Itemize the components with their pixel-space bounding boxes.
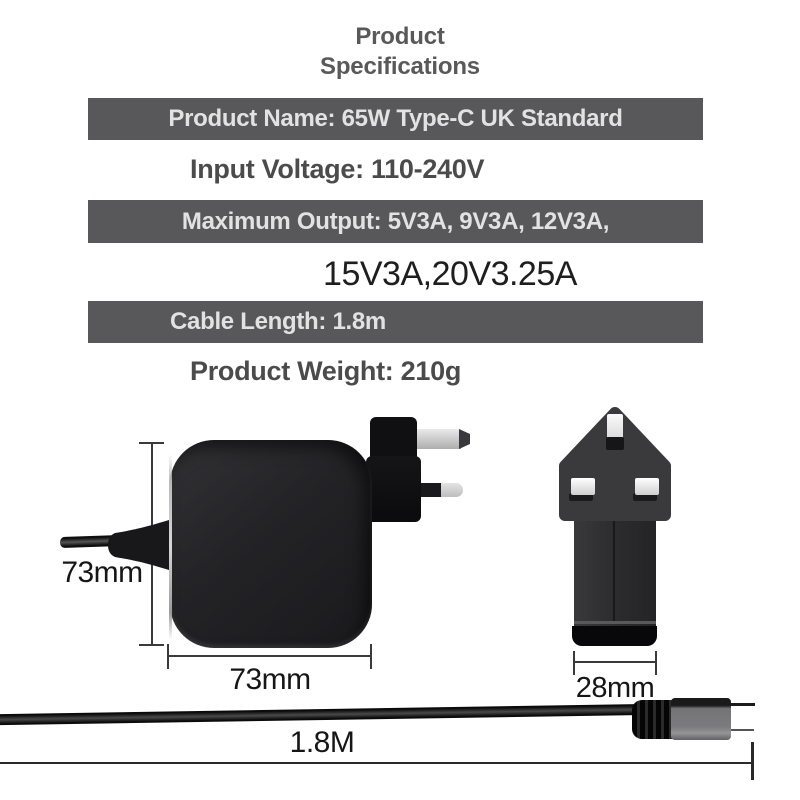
usbc-tongue-top (729, 703, 755, 706)
earth-pin-side (415, 429, 461, 449)
neutral-pin-shadow (569, 493, 593, 501)
plug-dim-right-tick (655, 651, 657, 675)
plug-dim-left-tick (573, 651, 575, 675)
spec-cable-length-text: Cable Length: 1.8m (170, 308, 386, 335)
plug-body-bottom-band (572, 626, 657, 646)
adapter-height-label: 73mm (61, 556, 143, 589)
live-pin-front (635, 478, 659, 495)
spec-product-name-text: Product Name: 65W Type-C UK Standard (168, 105, 623, 132)
live-pin-shadow (633, 493, 657, 501)
earth-pin-tip (459, 429, 470, 449)
spec-bar-max-output: Maximum Output: 5V3A, 9V3A, 12V3A, (88, 200, 703, 243)
cable-dim-line (0, 762, 754, 764)
plug-width-label: 28mm (575, 672, 655, 704)
spec-bar-product-name: Product Name: 65W Type-C UK Standard (88, 98, 703, 140)
plug-dim-line (574, 661, 657, 663)
page-title-line1: Product (355, 23, 445, 50)
earth-pin-slot (606, 437, 624, 450)
plug-mount-lower-block (366, 456, 421, 522)
connector-strain-relief (632, 700, 674, 739)
spec-max-output-text: Maximum Output: 5V3A, 9V3A, 12V3A, (181, 207, 610, 235)
plug-slide-body (574, 519, 656, 629)
adapter-edge-highlight (169, 454, 172, 640)
live-pin-tip (441, 483, 463, 497)
width-dim-right-tick (370, 644, 372, 669)
plug-body-edge-line (574, 621, 656, 624)
live-pin-base (415, 483, 443, 497)
page-title-line2: Specifications (320, 53, 480, 80)
height-dim-bottom-tick (139, 644, 164, 646)
plug-mount-upper-block (370, 417, 417, 457)
usbc-tongue-bottom (729, 729, 754, 731)
spec-product-weight: Product Weight: 210g (190, 356, 462, 386)
adapter-body (170, 440, 372, 648)
usbc-connector (671, 698, 731, 740)
spec-max-output-continued: 15V3A,20V3.25A (323, 255, 577, 293)
cable-dim-right-tick (751, 742, 754, 780)
cable-strain-relief (108, 519, 172, 571)
width-dim-line (167, 655, 372, 657)
spec-bar-cable-length: Cable Length: 1.8m (88, 301, 703, 343)
page-title: Product Specifications (0, 22, 800, 82)
earth-pin-front (607, 414, 623, 440)
plug-body-seam (613, 519, 615, 621)
cable-length-label: 1.8M (289, 726, 355, 759)
adapter-width-label: 73mm (229, 663, 311, 696)
spec-input-voltage: Input Voltage: 110-240V (190, 154, 485, 184)
power-cable (0, 704, 647, 726)
neutral-pin-front (571, 478, 595, 495)
